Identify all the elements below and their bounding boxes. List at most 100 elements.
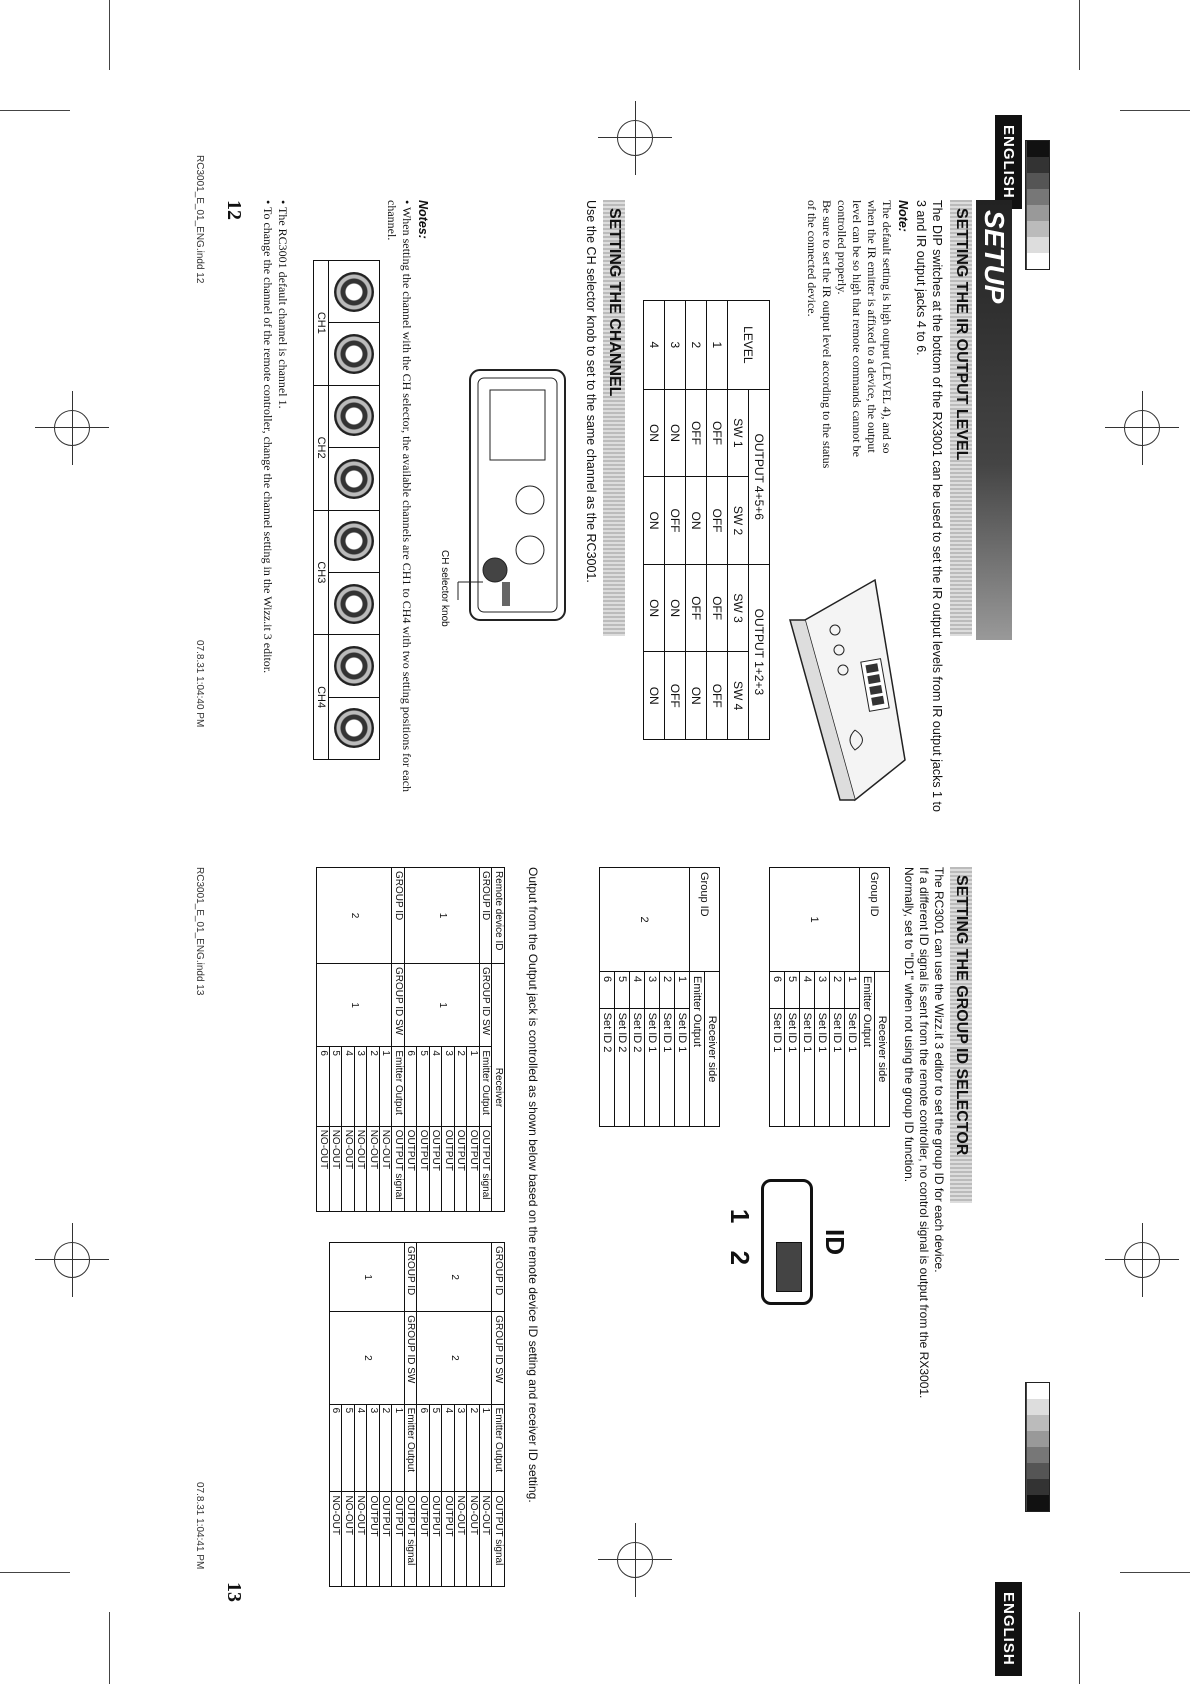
col-header: Emitter Output [492, 1404, 505, 1492]
emitter-cell: 1 [379, 1046, 392, 1127]
sw-cell: ON [643, 651, 665, 740]
signal-cell: OUTPUT [417, 1491, 430, 1587]
emitter-cell: 3 [442, 1046, 455, 1127]
output-control-table: Remote device ID Receiver GROUP ID GROUP… [317, 867, 506, 1212]
color-bar [1025, 1382, 1050, 1512]
col-header: OUTPUT signal [404, 1491, 417, 1587]
page-number: 13 [223, 1582, 245, 1602]
set-id-cell: Set ID 1 [829, 1008, 845, 1127]
ch-knob-icon [334, 458, 374, 499]
emitter-cell: 1 [392, 1404, 405, 1492]
setup-title: SETUP [976, 200, 1012, 640]
set-id-cell: Set ID 1 [784, 1008, 800, 1127]
signal-cell: OUTPUT [367, 1491, 380, 1587]
ch-knob-icon [334, 645, 374, 686]
id-label: ID [820, 1229, 850, 1255]
emitter-cell: 6 [417, 1404, 430, 1492]
emitter-output-cell: 3 [644, 971, 660, 1009]
table-row: 1 1 Set ID 1 [769, 867, 860, 1127]
col-header: Emitter Output [392, 1046, 405, 1127]
ir-note-line: when the IR emitter is affixed to a devi… [865, 200, 880, 453]
set-id-cell: Set ID 1 [659, 1008, 675, 1127]
receiver-header: Receiver [492, 963, 505, 1212]
col-header: GROUP ID [492, 1242, 505, 1312]
level-cell: 4 [643, 300, 665, 390]
registration-mark [54, 1242, 90, 1278]
signal-cell: OUTPUT [429, 1491, 442, 1587]
col-header: Emitter Output [404, 1404, 417, 1492]
sw-cell: ON [685, 651, 707, 740]
signal-cell: OUTPUT [417, 1126, 430, 1212]
sw-cell: ON [643, 476, 665, 565]
table-row: 3 ON OFF ON OFF [664, 300, 686, 740]
emitter-output-cell: 5 [614, 971, 630, 1009]
signal-cell: NO-OUT [329, 1126, 342, 1212]
page-13: ENGLISH SETTING THE GROUP ID SELECTOR Th… [0, 842, 1190, 1684]
remote-id-cell: 2 [417, 1242, 492, 1312]
table-row: 2 1 Set ID 1 [599, 867, 690, 1127]
sw-cell: OFF [706, 476, 728, 565]
channel-label: CH2 [313, 385, 329, 510]
set-id-cell: Set ID 1 [644, 1008, 660, 1127]
footer-file: RC3001_E_01_ENG.indd 12 [194, 155, 205, 284]
emitter-cell: 4 [442, 1404, 455, 1492]
ir-note-line: of the connected device. [805, 200, 820, 317]
col-header: GROUP ID SW [392, 963, 405, 1047]
emitter-output-cell: 5 [784, 971, 800, 1009]
id-switch: ID 1 2 [724, 1172, 850, 1312]
language-tab: ENGLISH [995, 115, 1022, 209]
ch-knob-icon [334, 521, 374, 562]
sw-header: SW 1 [727, 389, 749, 477]
ir-note-line: controlled properly. [835, 200, 850, 295]
channel-notes-2: • The RC3001 default channel is channel … [261, 200, 290, 674]
ir-note-line: Be sure to set the IR output level accor… [820, 200, 835, 469]
emitter-cell: 6 [317, 1046, 330, 1127]
sw-cell: ON [643, 564, 665, 652]
signal-cell: NO-OUT [342, 1491, 355, 1587]
channel-label: CH1 [313, 260, 329, 386]
table-row: 4 ON ON ON ON [643, 300, 665, 740]
channel-note: When setting the channel with the CH sel… [385, 200, 415, 793]
channel-knob-table: CH1 CH2 CH3 CH4 [313, 260, 380, 760]
emitter-cell: 4 [342, 1046, 355, 1127]
group-id-value: 2 [599, 867, 690, 972]
col-header: GROUP ID SW [404, 1311, 417, 1405]
emitter-output-cell: 3 [814, 971, 830, 1009]
signal-cell: NO-OUT [342, 1126, 355, 1212]
ch-knob-icon [334, 583, 374, 624]
signal-cell: OUTPUT [392, 1491, 405, 1587]
emitter-output-cell: 2 [659, 971, 675, 1009]
remote-id-cell: 1 [404, 867, 480, 964]
footer-file: RC3001_E_01_ENG.indd 13 [194, 867, 205, 996]
registration-mark [54, 410, 90, 446]
footer-date: 07.8.31 1:04:41 PM [194, 1482, 205, 1570]
set-id-cell: Set ID 1 [799, 1008, 815, 1127]
signal-cell: OUTPUT [454, 1126, 467, 1212]
table-row: 1 2 1 OUTPUT [329, 1242, 405, 1587]
sw-cell: OFF [706, 389, 728, 477]
group-id-header: Group ID [689, 867, 720, 972]
sw-cell: OFF [685, 389, 707, 477]
emitter-cell: 5 [429, 1404, 442, 1492]
registration-mark [617, 1542, 653, 1578]
ch-knob-icon [334, 271, 374, 312]
id-switch-body-icon [761, 1179, 813, 1305]
emitter-cell: 6 [404, 1046, 417, 1127]
output-group-header: OUTPUT 1+2+3 [748, 564, 770, 740]
registration-mark [617, 120, 653, 156]
knob-label: CH selector knob [439, 550, 450, 627]
channel-note: The RC3001 default channel is channel 1. [276, 206, 290, 409]
signal-cell: NO-OUT [479, 1491, 492, 1587]
emitter-output-header: Emitter Output [689, 971, 705, 1127]
page-12: ENGLISH SETUP SETTING THE IR OUTPUT LEVE… [0, 0, 1190, 842]
signal-cell: NO-OUT [354, 1126, 367, 1212]
emitter-cell: 6 [329, 1404, 342, 1492]
level-header: LEVEL [727, 300, 770, 390]
group-id-table-1: Group ID Receiver side Emitter Output 1 … [769, 867, 890, 1127]
output-group-header: OUTPUT 4+5+6 [748, 389, 770, 565]
col-header: OUTPUT signal [479, 1126, 492, 1212]
channel-label: CH3 [313, 510, 329, 635]
signal-cell: NO-OUT [317, 1126, 330, 1212]
emitter-cell: 3 [454, 1404, 467, 1492]
sw-cell: OFF [664, 476, 686, 565]
